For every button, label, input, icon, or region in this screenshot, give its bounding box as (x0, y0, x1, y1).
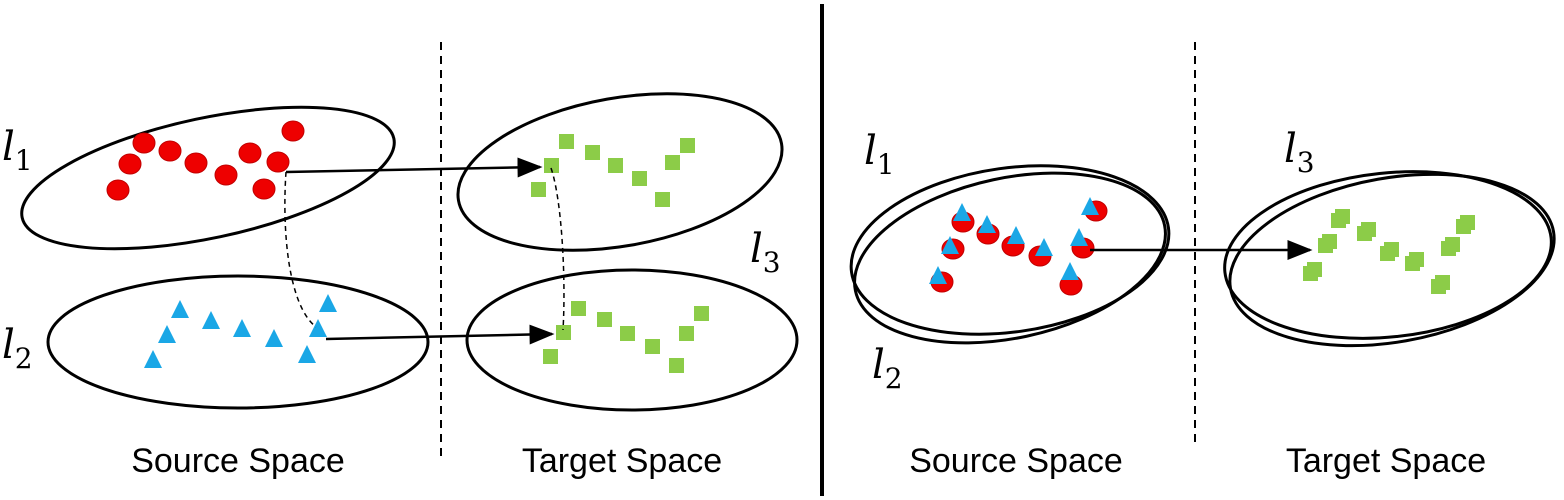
blue-triangle-icon (158, 325, 176, 343)
right-caption-source: Source Space (909, 442, 1123, 480)
green-square-icon (645, 339, 660, 354)
blue-triangle-icon (319, 294, 337, 312)
green-square-icon (694, 306, 709, 321)
left-ellipse-l2-source (46, 274, 430, 410)
right-panel: l1 l2 l3 Source Space Target Space (849, 42, 1556, 480)
blue-triangle-icon (202, 311, 220, 329)
green-square-icon (669, 358, 684, 373)
blue-triangle-icon (978, 215, 996, 233)
red-circle-icon (266, 151, 290, 173)
blue-triangle-icon (233, 319, 251, 337)
green-square-icon (1307, 262, 1322, 277)
red-circle-icon (106, 179, 130, 201)
green-square-icon (680, 138, 695, 153)
left-green-squares-bottom (543, 301, 709, 373)
green-square-icon (1460, 215, 1475, 230)
right-caption-target: Target Space (1286, 442, 1486, 480)
red-circle-icon (184, 152, 208, 174)
left-dashed-link-target (550, 167, 565, 331)
blue-triangle-icon (1035, 238, 1053, 256)
green-square-icon (544, 158, 559, 173)
green-square-icon (608, 158, 623, 173)
left-dashed-link-source (284, 171, 317, 328)
green-square-icon (585, 145, 600, 160)
right-green-squares (1303, 209, 1475, 294)
red-circle-icon (238, 142, 262, 164)
left-ellipse-l1-source (20, 105, 396, 251)
green-square-icon (1445, 237, 1460, 252)
left-red-circles (106, 120, 305, 201)
blue-triangle-icon (171, 300, 189, 318)
right-label-l1: l1 (864, 128, 895, 181)
blue-triangle-icon (929, 266, 947, 284)
green-square-icon (1335, 209, 1350, 224)
blue-triangle-icon (1081, 197, 1099, 215)
left-blue-triangles (144, 294, 337, 368)
left-panel: l1 l2 l3 Source Space Target Space (2, 42, 799, 480)
left-ellipse-target-bottom (465, 268, 799, 412)
green-square-icon (1435, 275, 1450, 290)
arrow-icon (325, 324, 555, 345)
blue-triangle-icon (265, 329, 283, 347)
green-square-icon (556, 325, 571, 340)
red-circle-icon (252, 178, 276, 200)
right-label-l2: l2 (872, 342, 903, 395)
right-blue-triangles (929, 197, 1099, 284)
left-label-l1: l1 (2, 124, 33, 177)
green-square-icon (655, 192, 670, 207)
blue-triangle-icon (1061, 262, 1079, 280)
blue-triangle-icon (953, 203, 971, 221)
green-square-icon (632, 171, 647, 186)
green-square-icon (543, 349, 558, 364)
right-ellipse-l3-target-a (1223, 170, 1553, 340)
right-ellipse-l3-target-b (1228, 172, 1556, 348)
left-caption-target: Target Space (522, 442, 722, 480)
green-square-icon (1322, 234, 1337, 249)
red-circle-icon (118, 153, 142, 175)
red-circle-icon (158, 140, 182, 162)
red-circle-icon (281, 120, 305, 142)
green-square-icon (531, 182, 546, 197)
blue-triangle-icon (1070, 228, 1088, 246)
blue-triangle-icon (941, 236, 959, 254)
green-square-icon (620, 326, 635, 341)
left-label-l3: l3 (750, 226, 781, 279)
green-square-icon (559, 134, 574, 149)
blue-triangle-icon (298, 345, 316, 363)
left-label-l2: l2 (2, 322, 33, 375)
right-label-l3: l3 (1284, 126, 1315, 179)
green-square-icon (597, 312, 612, 327)
green-square-icon (1384, 242, 1399, 257)
right-ellipse-l2-source (853, 171, 1167, 345)
left-caption-source: Source Space (131, 442, 345, 480)
green-square-icon (665, 155, 680, 170)
green-square-icon (679, 326, 694, 341)
left-ellipse-target-top (456, 92, 784, 252)
left-green-squares-top (531, 134, 695, 207)
green-square-icon (1409, 252, 1424, 267)
arrow-icon (285, 157, 543, 178)
blue-triangle-icon (1007, 226, 1025, 244)
right-ellipse-l1-source (849, 164, 1171, 336)
blue-triangle-icon (144, 350, 162, 368)
green-square-icon (571, 301, 586, 316)
green-square-icon (1361, 222, 1376, 237)
red-circle-icon (132, 132, 156, 154)
blue-triangle-icon (309, 319, 327, 337)
red-circle-icon (214, 164, 238, 186)
